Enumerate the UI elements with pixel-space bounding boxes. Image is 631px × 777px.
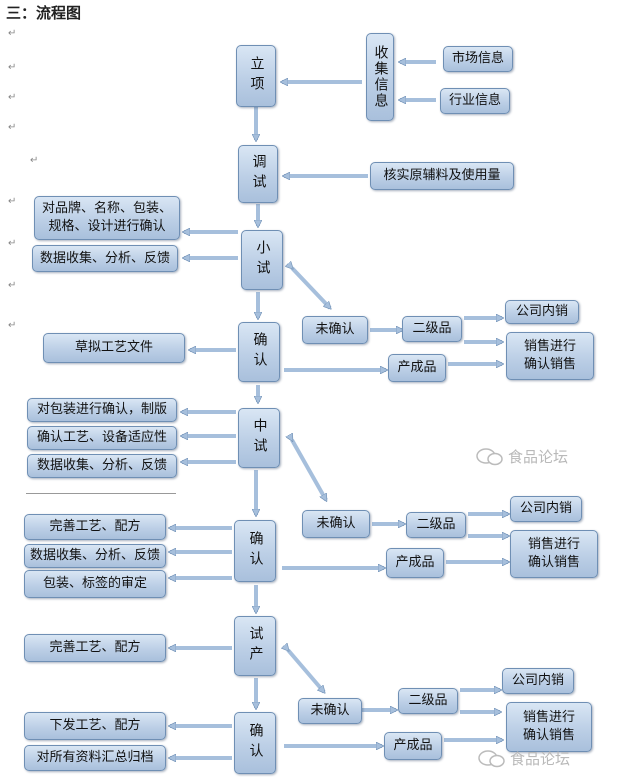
node-improve-formula-1: 完善工艺、配方 [24, 514, 166, 540]
watermark: 食品论坛 [478, 748, 570, 769]
node-pilot-trial: 中试 [238, 408, 280, 468]
node-market-info: 市场信息 [443, 46, 513, 72]
node-internal-sales-2: 公司内销 [510, 496, 582, 522]
paragraph-mark-icon: ↵ [8, 280, 17, 291]
node-finished-product-3: 产成品 [384, 732, 442, 760]
chat-bubble-icon [478, 749, 505, 767]
node-industry-info: 行业信息 [440, 88, 510, 114]
node-archive-documents: 对所有资料汇总归档 [24, 745, 166, 771]
node-data-analysis-2: 数据收集、分析、反馈 [27, 454, 177, 478]
node-trial-production: 试产 [234, 616, 276, 676]
node-second-grade-3: 二级品 [398, 688, 458, 714]
node-sales-confirm-1: 销售进行 确认销售 [506, 332, 594, 380]
node-confirm-2: 确认 [234, 520, 276, 582]
node-sales-confirm-2: 销售进行 确认销售 [510, 530, 598, 578]
watermark-text: 食品论坛 [510, 750, 571, 768]
node-issue-process: 下发工艺、配方 [24, 712, 166, 740]
node-debug: 调试 [238, 145, 278, 203]
node-label-review: 包装、标签的审定 [24, 570, 166, 598]
node-second-grade-2: 二级品 [406, 512, 466, 538]
node-finished-product-2: 产成品 [386, 548, 444, 578]
paragraph-mark-icon: ↵ [8, 320, 17, 331]
node-draft-process-docs: 草拟工艺文件 [43, 333, 185, 363]
node-unconfirmed-3: 未确认 [298, 698, 362, 724]
node-data-analysis-1: 数据收集、分析、反馈 [32, 245, 178, 272]
node-process-equipment: 确认工艺、设备适应性 [27, 426, 177, 450]
paragraph-mark-icon: ↵ [8, 196, 17, 207]
node-project-setup: 立项 [236, 45, 276, 107]
node-confirm-3: 确认 [234, 712, 276, 774]
node-second-grade-1: 二级品 [402, 316, 462, 342]
node-brand-confirm: 对品牌、名称、包装、 规格、设计进行确认 [34, 196, 180, 240]
node-sales-confirm-3: 销售进行 确认销售 [506, 702, 592, 752]
node-improve-formula-2: 完善工艺、配方 [24, 634, 166, 662]
page-title: 三：流程图 [6, 4, 82, 22]
paragraph-mark-icon: ↵ [8, 62, 17, 73]
node-confirm-1: 确认 [238, 322, 280, 382]
node-collect-info: 收集信息 [366, 33, 394, 121]
node-unconfirmed-1: 未确认 [302, 316, 368, 344]
paragraph-mark-icon: ↵ [8, 122, 17, 133]
horizontal-rule [26, 493, 176, 494]
paragraph-mark-icon: ↵ [8, 28, 17, 39]
node-small-trial: 小试 [241, 230, 283, 290]
node-unconfirmed-2: 未确认 [302, 510, 370, 538]
node-verify-materials: 核实原辅料及使用量 [370, 162, 514, 190]
node-internal-sales-1: 公司内销 [505, 300, 579, 324]
watermark: 食品论坛 [476, 446, 568, 467]
node-internal-sales-3: 公司内销 [502, 668, 574, 694]
paragraph-mark-icon: ↵ [8, 92, 17, 103]
paragraph-mark-icon: ↵ [30, 155, 39, 166]
node-data-analysis-3: 数据收集、分析、反馈 [24, 544, 166, 568]
chat-bubble-icon [476, 447, 503, 465]
watermark-text: 食品论坛 [508, 448, 569, 466]
node-packaging-confirm: 对包装进行确认，制版 [27, 398, 177, 422]
paragraph-mark-icon: ↵ [8, 238, 17, 249]
node-finished-product-1: 产成品 [388, 354, 446, 382]
